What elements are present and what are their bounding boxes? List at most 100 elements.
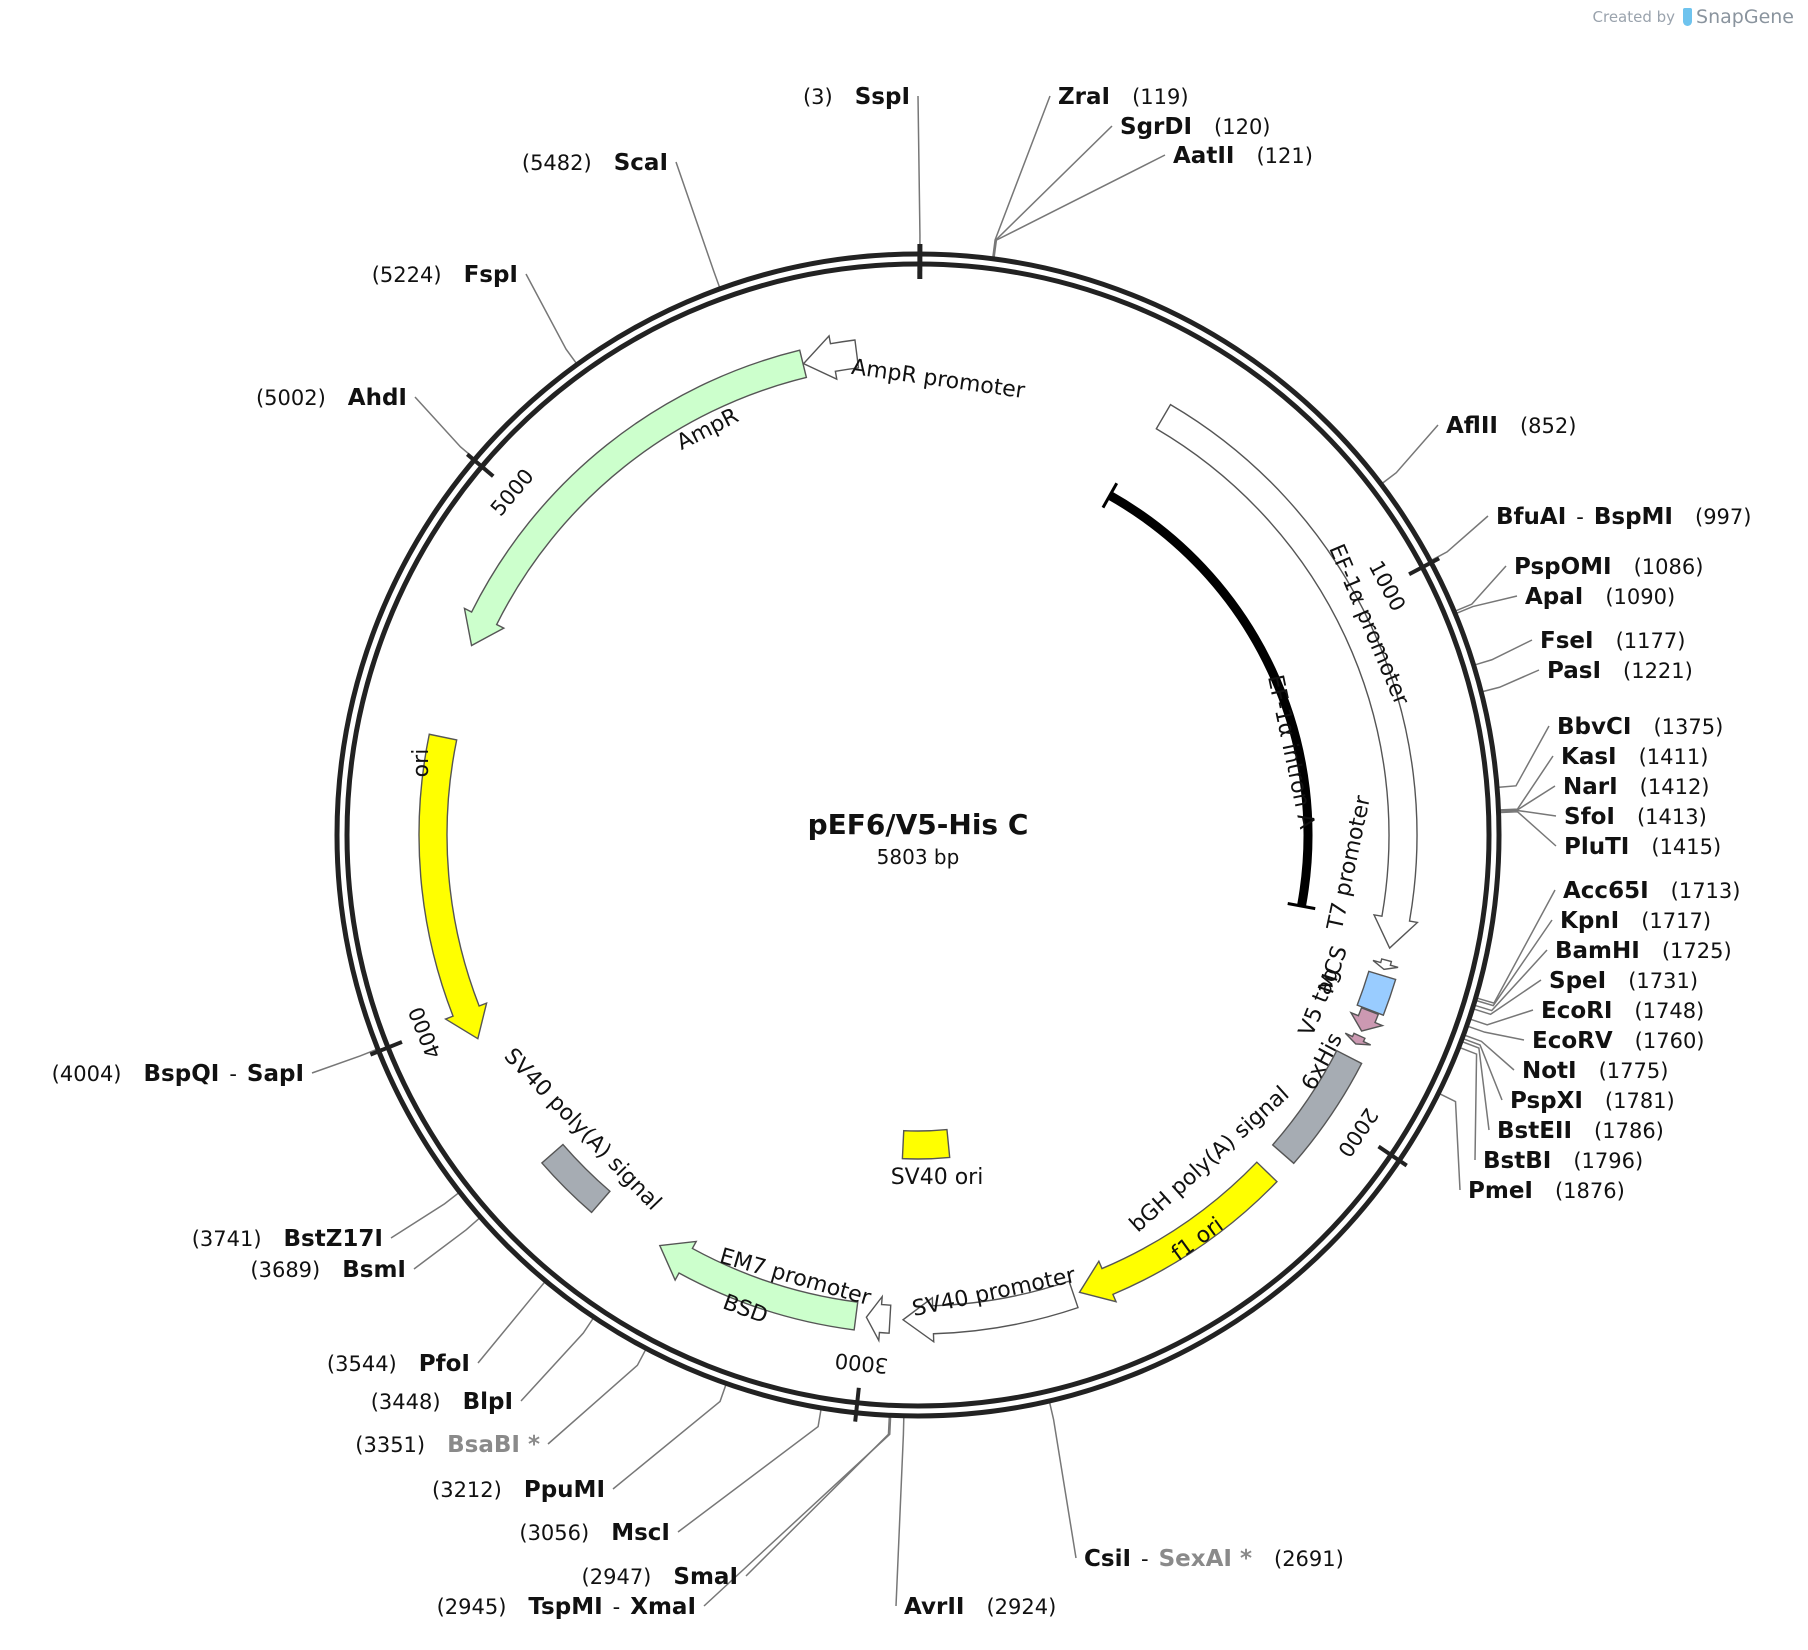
site-label: (3741)BstZ17I	[192, 1226, 383, 1252]
site-position: (5482)	[522, 151, 592, 175]
site-name: Acc65I	[1563, 878, 1649, 904]
site-label: (4004)BspQI-SapI	[52, 1061, 304, 1087]
site-pspomi: PspOMI(1086)	[1514, 554, 1703, 580]
feature-shape-ori	[418, 733, 488, 1040]
site-name: ZraI	[1058, 84, 1110, 110]
site-name: EcoRV	[1532, 1028, 1613, 1054]
site-leader-aatii	[993, 154, 1166, 258]
site-name: BamHI	[1555, 938, 1640, 964]
feature-shape-ampr	[463, 349, 808, 647]
site-label: BbvCI(1375)	[1557, 714, 1723, 740]
site-label: SgrDI(120)	[1120, 114, 1271, 140]
site-name: EcoRI	[1541, 998, 1612, 1024]
site-leader-spei	[1474, 979, 1542, 1016]
site-label: AflII(852)	[1446, 413, 1576, 439]
site-bspqi: (4004)BspQI-SapI	[52, 1061, 304, 1087]
feature-label-sv40-ori: SV40 ori	[891, 1165, 984, 1190]
site-label: (3212)PpuMI	[432, 1477, 605, 1503]
site-position: (1781)	[1605, 1089, 1675, 1113]
intron-end-cap-0	[1101, 482, 1119, 509]
site-pasi: PasI(1221)	[1547, 658, 1693, 684]
site-kpni: KpnI(1717)	[1560, 908, 1711, 934]
site-fspi: (5224)FspI	[372, 262, 518, 288]
site-position: (3)	[803, 85, 833, 109]
site-leader-bsteii	[1462, 1041, 1490, 1131]
site-label: EcoRV (1760)	[1532, 1028, 1705, 1054]
site-name: CsiI	[1084, 1546, 1131, 1572]
site-position: (1748)	[1634, 999, 1704, 1023]
site-position: (1760)	[1635, 1029, 1705, 1053]
feature-ampr	[463, 349, 808, 647]
site-position: (1177)	[1616, 629, 1686, 653]
site-name: PmeI	[1468, 1178, 1533, 1204]
feature-label-v5-tag: V5 tag	[1294, 964, 1344, 1040]
site-position: (997)	[1695, 505, 1751, 529]
site-label: NotI(1775)	[1522, 1058, 1668, 1084]
site-name: ApaI	[1525, 584, 1583, 610]
site-leader-aflii	[1382, 424, 1439, 484]
site-label: SpeI(1731)	[1549, 968, 1698, 994]
site-label: BfuAI-BspMI(997)	[1496, 504, 1751, 530]
feature-v5-tag	[1349, 1006, 1385, 1032]
tick-label-4000: 4000	[404, 1003, 446, 1062]
feature-ampr-promoter	[802, 334, 860, 381]
tick-mark-3000	[853, 1387, 861, 1422]
site-name: NarI	[1563, 774, 1618, 800]
site-name: SpeI	[1549, 968, 1606, 994]
feature-ef-1-intron-a	[1101, 482, 1316, 911]
site-label: KpnI(1717)	[1560, 908, 1711, 934]
site-position: (2947)	[582, 1565, 652, 1589]
site-sgrdi: SgrDI(120)	[1120, 114, 1271, 140]
site-leader-ahdi	[414, 396, 474, 459]
site-sspi: (3)SspI	[803, 84, 910, 110]
feature-bgh-poly-a-signal	[1271, 1049, 1363, 1165]
feature-mcs	[1356, 970, 1397, 1017]
site-leader-acc65i	[1477, 889, 1556, 1004]
site-name: AatII	[1173, 143, 1234, 169]
site-label: FseI(1177)	[1540, 628, 1685, 654]
site-name: TspMI	[528, 1594, 602, 1620]
feature-label-t7-promoter: T7 promoter	[1323, 793, 1376, 934]
site-label: PluTI(1415)	[1564, 834, 1721, 860]
site-leader-bbvci	[1498, 725, 1550, 788]
site-leader-sspi	[917, 95, 921, 253]
feature-bsd	[658, 1240, 859, 1331]
feature-label-ampr-promoter: AmpR promoter	[850, 355, 1028, 404]
site-name: BsaBI *	[447, 1432, 540, 1458]
site-position: (1411)	[1639, 745, 1709, 769]
site-label: (3544)PfoI	[327, 1351, 470, 1377]
site-csii: CsiI-SexAI *(2691)	[1084, 1546, 1344, 1572]
site-position: (3448)	[371, 1390, 441, 1414]
site-leader-fsei	[1475, 639, 1533, 666]
feature-label-ori: ori	[409, 749, 434, 778]
site-label: AatII(121)	[1173, 143, 1313, 169]
site-position: (2924)	[986, 1595, 1056, 1619]
site-leader-bstbi	[1460, 1047, 1478, 1161]
site-name: PpuMI	[524, 1477, 605, 1503]
site-position: (3544)	[327, 1352, 397, 1376]
feature-shape-sv40-ori	[901, 1128, 951, 1160]
site-label: AvrII(2924)	[904, 1594, 1056, 1620]
site-bsteii: BstEII(1786)	[1497, 1118, 1664, 1144]
site-leader-nari	[1500, 785, 1556, 812]
feature-shape-6xhis	[1344, 1032, 1371, 1046]
feature-shape-ampr-promoter	[802, 334, 860, 381]
site-smai: (2947)SmaI	[582, 1564, 738, 1590]
site-leader-pspxi	[1463, 1038, 1503, 1101]
site-bstbi: BstBI(1796)	[1483, 1148, 1643, 1174]
site-name: AhdI	[348, 385, 407, 411]
site-leader-bspqi	[311, 1048, 377, 1074]
site-label: PspXI(1781)	[1510, 1088, 1675, 1114]
site-label: (3689)BsmI	[250, 1257, 406, 1283]
site-msci: (3056)MscI	[519, 1520, 670, 1546]
site-name: KasI	[1561, 744, 1617, 770]
site-position: (120)	[1214, 115, 1270, 139]
site-bsabi: (3351)BsaBI *	[355, 1432, 540, 1458]
site-label: (2947)SmaI	[582, 1564, 738, 1590]
site-leader-noti	[1465, 1034, 1515, 1071]
site-pspxi: PspXI(1781)	[1510, 1088, 1675, 1114]
site-leader-zrai	[992, 95, 1051, 257]
site-position: (852)	[1520, 414, 1576, 438]
site-name: BstBI	[1483, 1148, 1551, 1174]
site-scai: (5482)ScaI	[522, 150, 668, 176]
